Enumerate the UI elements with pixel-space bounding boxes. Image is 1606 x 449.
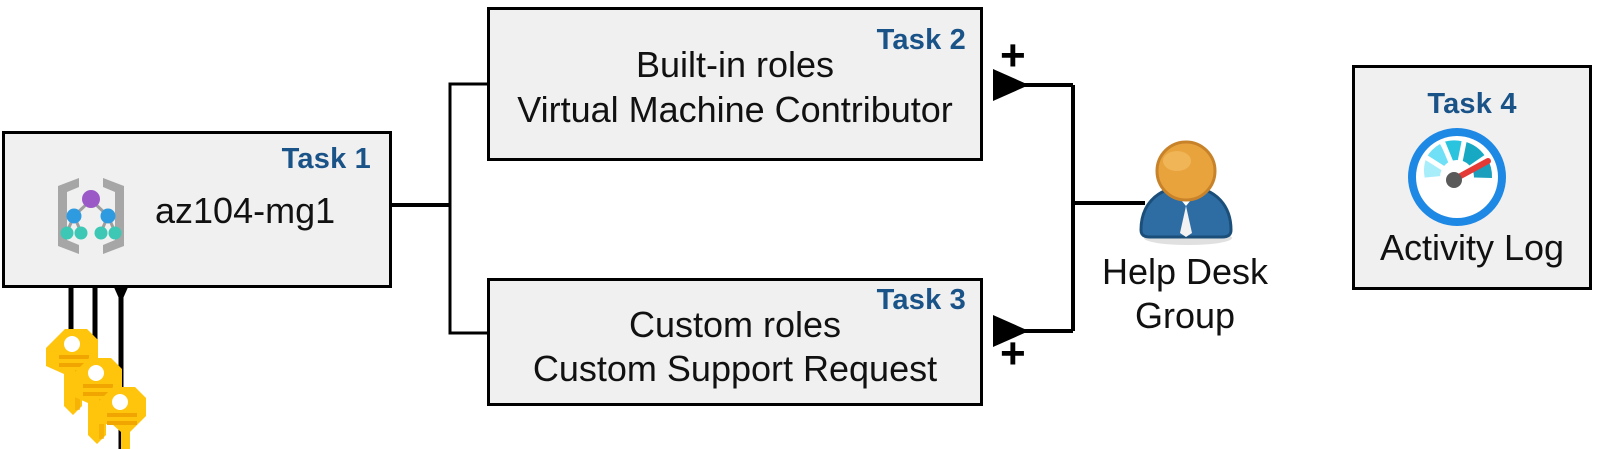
task3-line2: Custom Support Request (532, 348, 938, 389)
task2-label: Task 2 (876, 24, 966, 56)
task2-box[interactable]: Task 2 Built-in roles Virtual Machine Co… (487, 7, 983, 161)
plus-bottom-icon: + (1000, 329, 1026, 378)
user-group-icon (1132, 140, 1240, 245)
task1-box[interactable]: Task 1 az104-mg1 (2, 131, 392, 288)
task4-label: Task 4 (1427, 88, 1517, 120)
task2-line1: Built-in roles (635, 44, 835, 85)
activity-log-gauge-icon (1405, 125, 1509, 229)
task3-label: Task 3 (876, 284, 966, 316)
task3-line1: Custom roles (628, 304, 842, 345)
task4-text: Activity Log (1379, 227, 1565, 268)
plus-top-icon: + (1000, 31, 1026, 80)
management-group-icon (48, 172, 134, 258)
task1-text: az104-mg1 (155, 190, 336, 231)
actor-line2: Group (1134, 295, 1236, 336)
task3-box[interactable]: Task 3 Custom roles Custom Support Reque… (487, 278, 983, 406)
task1-label: Task 1 (281, 143, 371, 175)
three-keys-icon (32, 310, 152, 449)
actor-line1: Help Desk (1101, 251, 1269, 292)
task2-line2: Virtual Machine Contributor (517, 89, 953, 130)
